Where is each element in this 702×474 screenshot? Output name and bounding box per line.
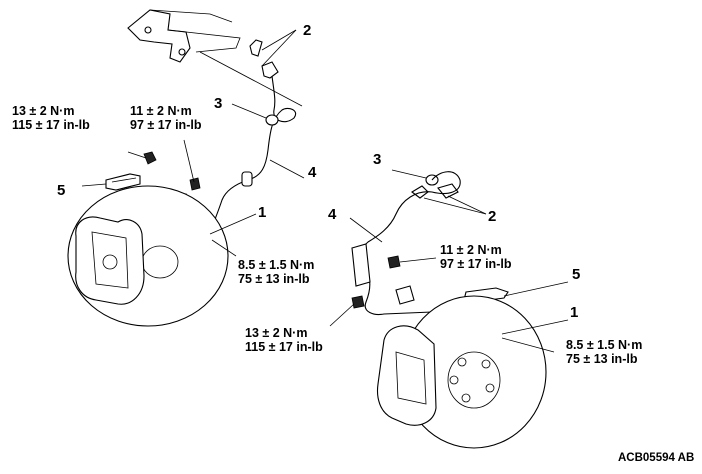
torque-sensor-bolt-right: 8.5 ± 1.5 N·m 75 ± 13 in-lb bbox=[566, 338, 642, 367]
torque-nm: 13 ± 2 N·m bbox=[12, 104, 75, 118]
torque-bracket-bolt-right: 13 ± 2 N·m 115 ± 17 in-lb bbox=[245, 326, 323, 355]
right-clip-bolt bbox=[387, 255, 401, 269]
left-body-bracket bbox=[127, 9, 241, 63]
torque-nm: 13 ± 2 N·m bbox=[245, 326, 308, 340]
callout-3-right: 3 bbox=[373, 151, 382, 168]
right-clip bbox=[411, 183, 459, 199]
torque-inlb: 75 ± 13 in-lb bbox=[238, 272, 310, 287]
callout-3-left: 3 bbox=[214, 95, 223, 112]
torque-nm: 11 ± 2 N·m bbox=[440, 243, 502, 257]
callout-2-left: 2 bbox=[303, 22, 312, 39]
left-caliper bbox=[75, 216, 145, 305]
right-strut-bracket bbox=[351, 243, 371, 287]
torque-clip-bolt-left: 11 ± 2 N·m 97 ± 17 in-lb bbox=[130, 104, 201, 133]
right-caliper bbox=[376, 325, 437, 426]
torque-inlb: 97 ± 17 in-lb bbox=[440, 257, 512, 272]
callout-1-right: 1 bbox=[570, 304, 579, 321]
left-clip-bolt bbox=[189, 177, 201, 191]
torque-inlb: 97 ± 17 in-lb bbox=[130, 118, 202, 133]
left-clip-upper bbox=[249, 39, 279, 79]
torque-inlb: 75 ± 13 in-lb bbox=[566, 352, 638, 367]
torque-clip-bolt-right: 11 ± 2 N·m 97 ± 17 in-lb bbox=[440, 243, 511, 272]
callout-1-left: 1 bbox=[258, 204, 267, 221]
torque-nm: 8.5 ± 1.5 N·m bbox=[566, 338, 643, 352]
callout-5-left: 5 bbox=[57, 182, 66, 199]
right-hose-bracket bbox=[395, 285, 415, 305]
left-bracket-bolt bbox=[143, 151, 157, 165]
callout-4-left: 4 bbox=[308, 164, 317, 181]
left-grommet bbox=[265, 114, 279, 126]
left-harness-clip bbox=[241, 171, 253, 187]
torque-inlb: 115 ± 17 in-lb bbox=[12, 118, 90, 133]
torque-inlb: 115 ± 17 in-lb bbox=[245, 340, 323, 355]
callout-4-right: 4 bbox=[328, 206, 337, 223]
figure-code: ACB05594 AB bbox=[618, 452, 695, 464]
torque-nm: 11 ± 2 N·m bbox=[130, 104, 192, 118]
callout-5-right: 5 bbox=[572, 266, 581, 283]
torque-nm: 8.5 ± 1.5 N·m bbox=[238, 258, 315, 272]
right-bracket-bolt bbox=[351, 295, 365, 309]
torque-sensor-bolt-left: 8.5 ± 1.5 N·m 75 ± 13 in-lb bbox=[238, 258, 314, 287]
left-part-5 bbox=[105, 173, 141, 191]
callout-2-right: 2 bbox=[488, 208, 497, 225]
torque-bracket-bolt-left: 13 ± 2 N·m 115 ± 17 in-lb bbox=[12, 104, 90, 133]
